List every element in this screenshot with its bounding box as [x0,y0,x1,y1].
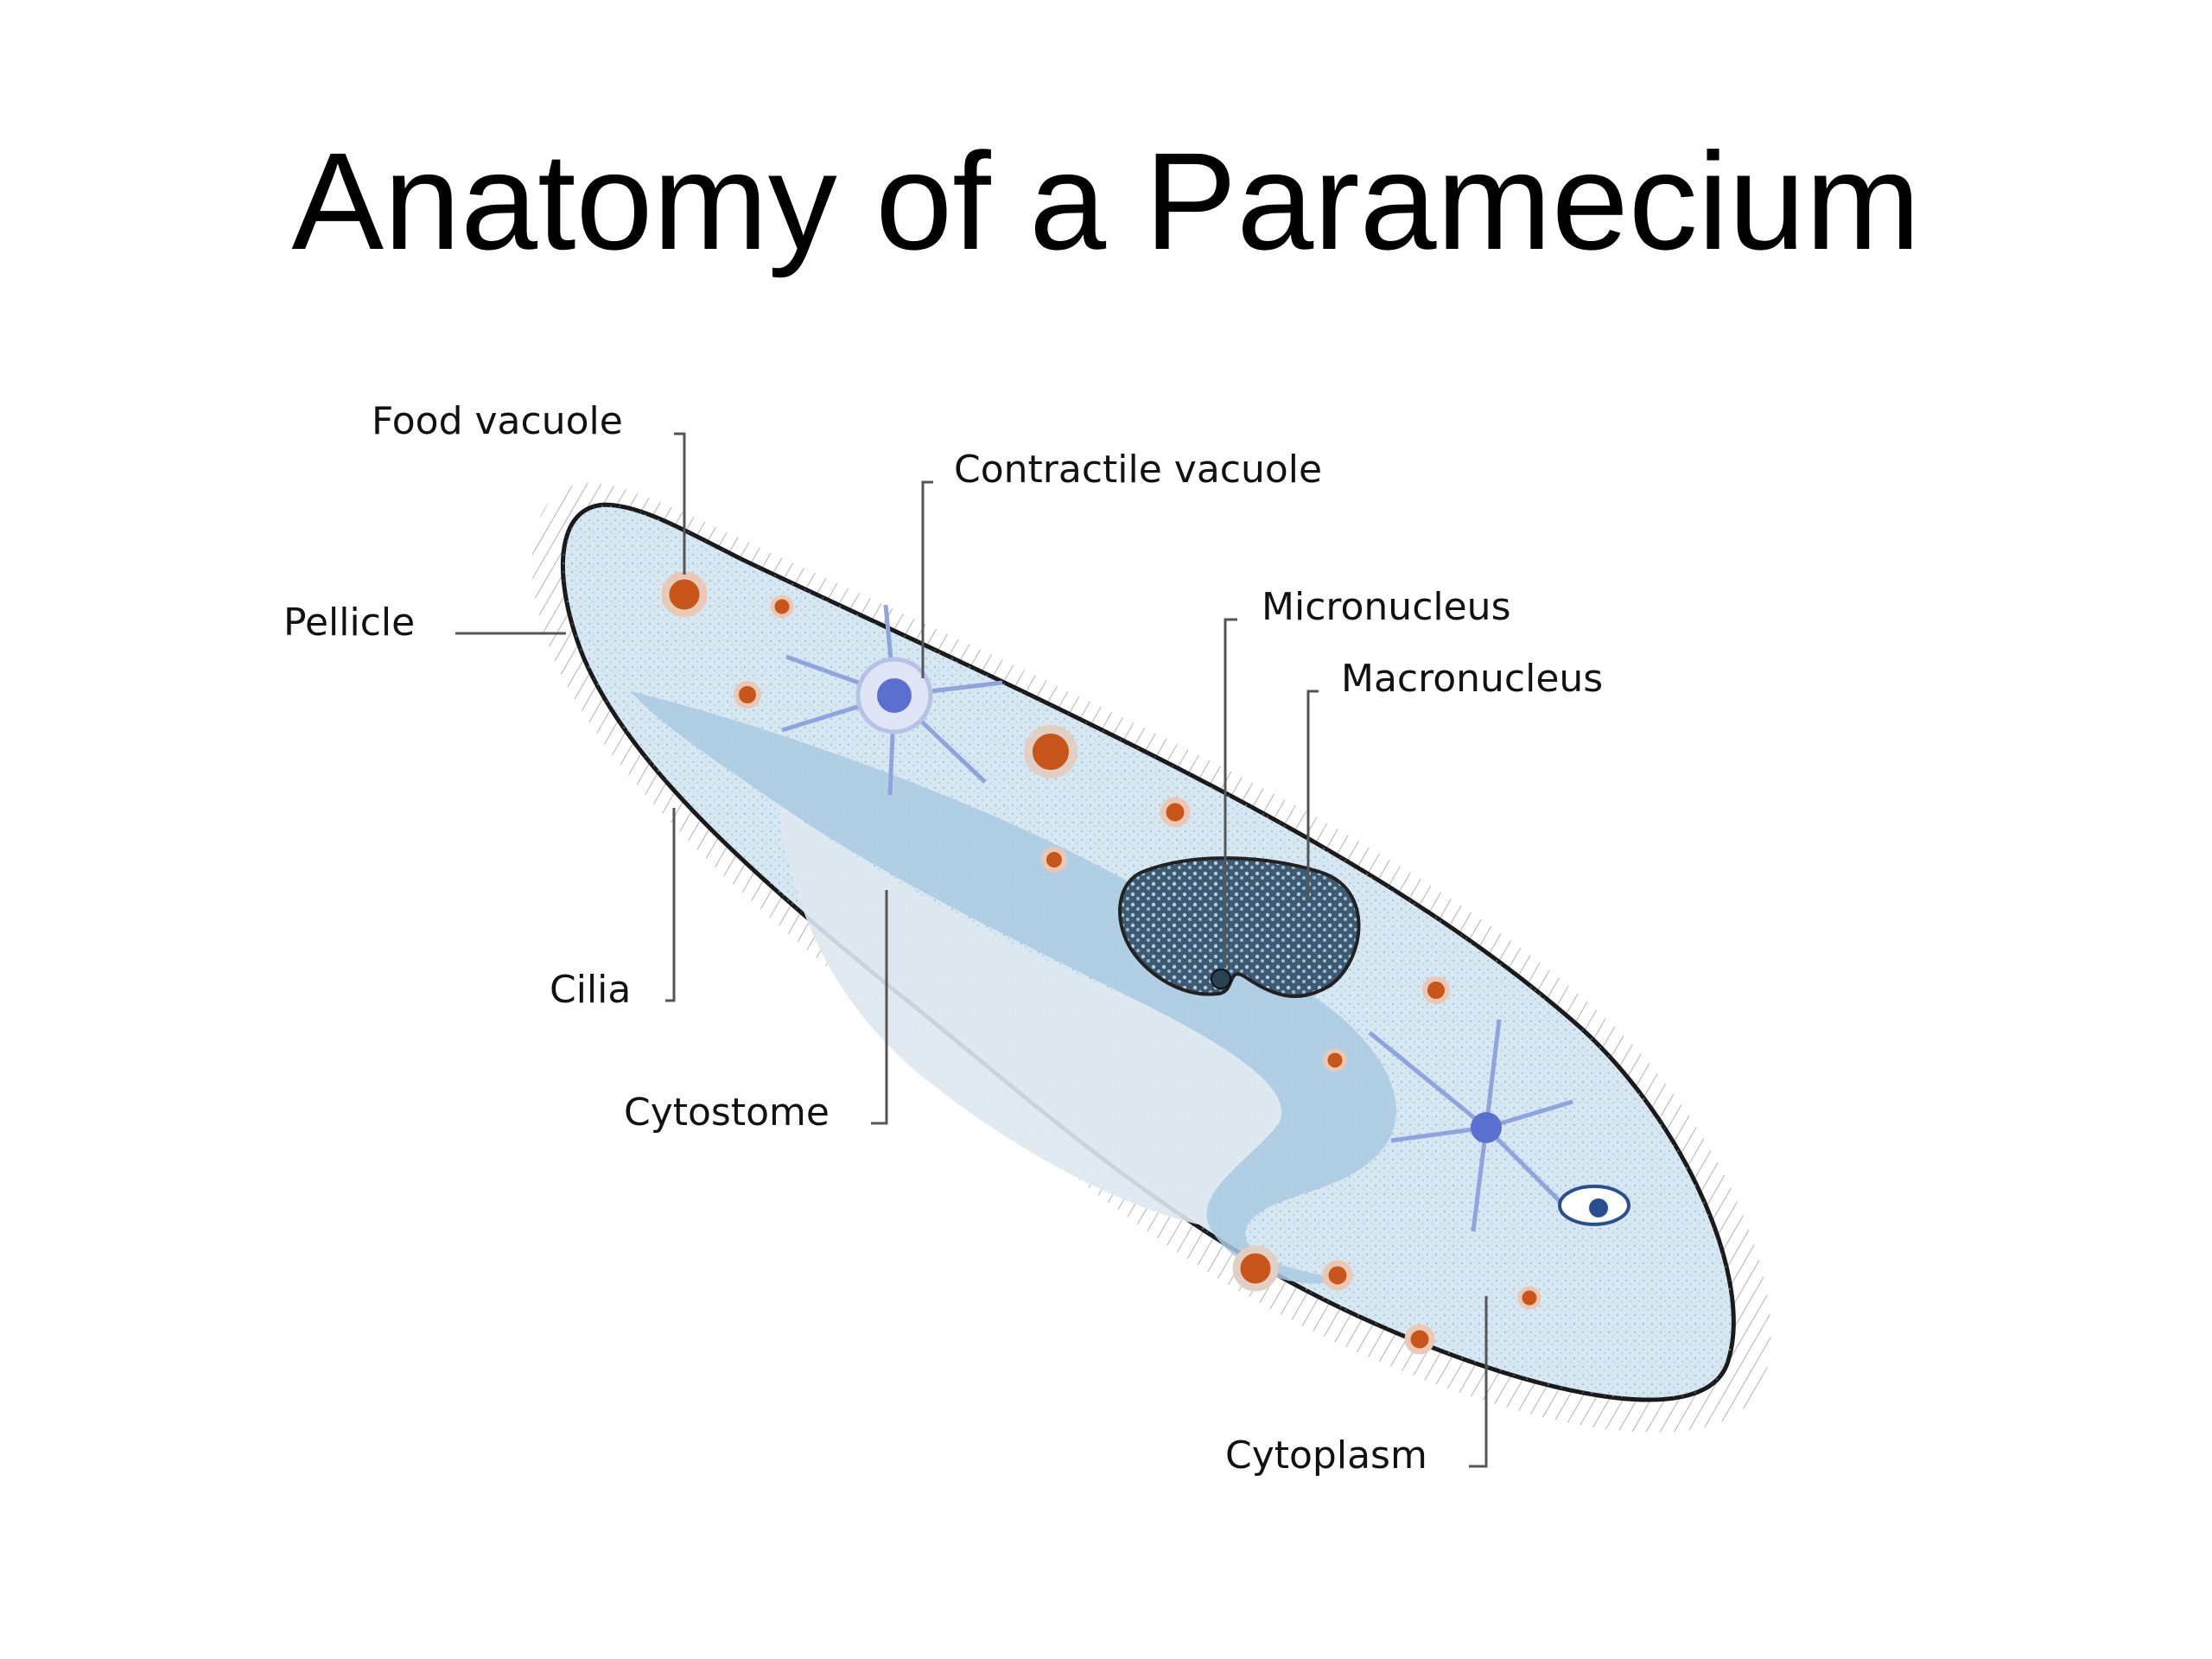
leader-cytostome [871,890,888,1125]
food-vacuole [1323,1048,1347,1072]
oral-groove [631,691,1396,1284]
label-micronucleus: Micronucleus [1262,585,1511,629]
leader-contractile-vacuole [921,480,933,678]
food-vacuole [1322,1260,1353,1291]
food-vacuole [1041,847,1067,873]
posterior-vacuole [1558,1185,1630,1226]
food-vacuole [770,594,794,619]
label-macronucleus: Macronucleus [1341,657,1603,701]
food-vacuole [1232,1245,1279,1292]
food-vacuole [1422,976,1450,1004]
label-contractile-vacuole: Contractile vacuole [954,448,1322,492]
label-pellicle: Pellicle [283,601,415,645]
contractile-vacuole-top [781,604,1003,796]
leader-food-vacuole [674,432,686,575]
leader-cilia [665,808,676,1002]
label-cytoplasm: Cytoplasm [1225,1433,1427,1478]
label-cytostome: Cytostome [624,1090,830,1135]
label-food-vacuole: Food vacuole [372,399,623,443]
food-vacuole [661,571,708,618]
leader-macronucleus [1306,690,1319,899]
page-title: Anatomy of a Paramecium [291,124,1921,278]
leader-cytoplasm [1469,1296,1488,1468]
food-vacuole [1160,797,1191,828]
food-vacuole [1404,1324,1435,1355]
leader-micronucleus [1224,618,1237,968]
contractile-vacuole-bottom [1368,1019,1573,1232]
food-vacuole [1024,725,1077,779]
food-vacuole [1517,1286,1541,1310]
food-vacuole [734,681,761,709]
groove-inner [778,804,1282,1227]
macronucleus [1118,856,1361,999]
micronucleus [1211,969,1231,989]
label-cilia: Cilia [550,968,631,1012]
food-vacuoles [661,571,1541,1355]
